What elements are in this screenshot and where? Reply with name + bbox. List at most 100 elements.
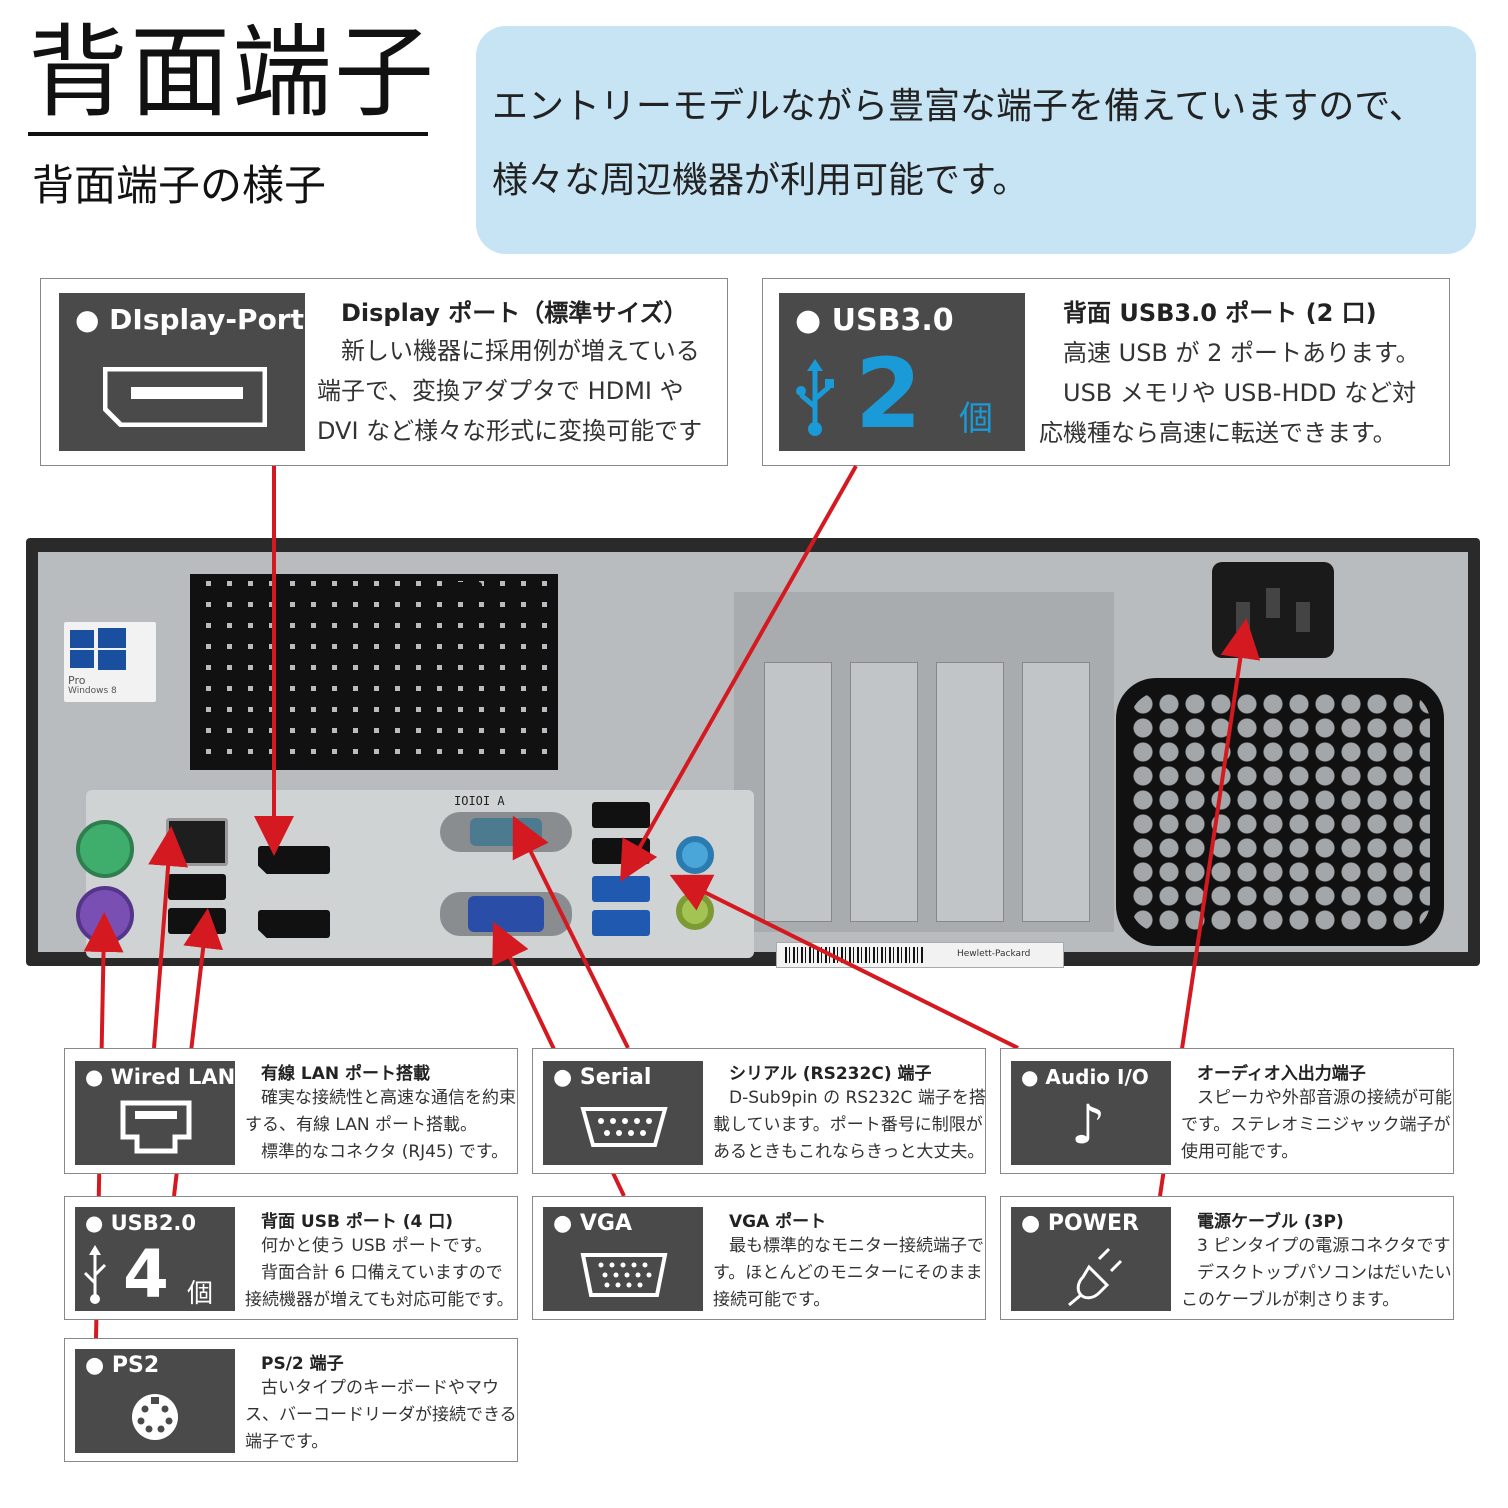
page-subtitle: 背面端子の様子 <box>32 161 327 210</box>
serial-desc-line: D-Sub9pin の RS232C 端子を搭 <box>729 1088 986 1108</box>
callout-serial: ● Serial シリアル (RS232C) 端子 D-Sub9pin の RS… <box>532 1048 986 1174</box>
displayport-heading: Display ポート（標準サイズ） <box>341 299 688 327</box>
ps2-connector-icon <box>132 1394 178 1440</box>
usb2-badge: ● USB2.0 4 個 <box>75 1207 235 1313</box>
usb2-badge-label: ● USB2.0 <box>85 1211 197 1235</box>
displayport-badge: ● DIsplay-Port <box>59 293 305 451</box>
usb2-port <box>168 874 226 900</box>
barcode <box>785 947 925 963</box>
intro-line-2: 様々な周辺機器が利用可能です。 <box>492 160 1029 201</box>
audio-desc-line: です。ステレオミニジャック端子が <box>1181 1115 1451 1135</box>
lan-desc-line: 標準的なコネクタ (RJ45) です。 <box>261 1142 509 1162</box>
displayport-badge-label: ● DIsplay-Port <box>75 303 305 336</box>
callout-lan: ● Wired LAN 有線 LAN ポート搭載 確実な接続性と高速な通信を約束… <box>64 1048 518 1174</box>
power-badge-label: ● POWER <box>1021 1211 1139 1236</box>
displayport-desc: 新しい機器に採用例が増えている 端子で、変換アダプタで HDMI や DVI な… <box>317 331 702 451</box>
usb3-count: 2 <box>855 338 922 450</box>
audio-in-jack <box>676 892 714 930</box>
page-title: 背面端子 <box>28 14 436 131</box>
audio-desc-line: 使用可能です。 <box>1181 1142 1299 1162</box>
power-desc: 3 ピンタイプの電源コネクタです デスクトップパソコンはだいたい このケーブルが… <box>1181 1233 1452 1314</box>
title-divider <box>28 132 428 136</box>
ps2-badge: ● PS2 <box>75 1349 235 1453</box>
usb3-desc-line: 応機種なら高速に転送できます。 <box>1039 419 1397 447</box>
ps2-desc-line: 端子です。 <box>245 1432 329 1452</box>
power-inlet <box>1212 562 1334 658</box>
serial-heading: シリアル (RS232C) 端子 <box>729 1064 932 1084</box>
brand-label: Hewlett-Packard <box>957 949 1031 959</box>
usb2-desc: 何かと使う USB ポートです。 背面合計 6 口備えていますので 接続機器が増… <box>245 1233 514 1314</box>
usb3-port <box>592 910 650 936</box>
rear-panel: Pro Windows 8 <box>38 552 1468 968</box>
vga-badge-label: ● VGA <box>553 1211 632 1236</box>
serial-desc-line: 載しています。ポート番号に制限が <box>713 1115 983 1135</box>
expansion-slot <box>850 662 918 922</box>
audio-heading: オーディオ入出力端子 <box>1197 1064 1366 1084</box>
lan-port-icon <box>120 1100 192 1154</box>
vga-desc: 最も標準的なモニター接続端子で す。ほとんどのモニターにそのまま 接続可能です。 <box>713 1233 984 1314</box>
callout-displayport: ● DIsplay-Port Display ポート（標準サイズ） 新しい機器に… <box>40 278 728 466</box>
expansion-slot <box>764 662 832 922</box>
vga-heading: VGA ポート <box>729 1212 827 1232</box>
music-note-icon: ♪ <box>1071 1093 1106 1156</box>
usb3-desc-line: USB メモリや USB-HDD など対 <box>1063 379 1417 407</box>
callout-audio: ● Audio I/O ♪ オーディオ入出力端子 スピーカや外部音源の接続が可能… <box>1000 1048 1454 1174</box>
ventilation-grille <box>190 574 558 770</box>
callout-power: ● POWER 電源ケーブル (3P) 3 ピンタイプの電源コネクタです デスク… <box>1000 1196 1454 1320</box>
usb3-desc: 高速 USB が 2 ポートあります。 USB メモリや USB-HDD など対… <box>1039 333 1420 453</box>
callout-ps2: ● PS2 PS/2 端子 古いタイプのキーボードやマウ ス、バーコードリーダが… <box>64 1338 518 1462</box>
ps2-heading: PS/2 端子 <box>261 1354 344 1374</box>
usb2-port <box>168 908 226 934</box>
windows-logo-text-1: Pro <box>68 674 86 687</box>
audio-badge-label: ● Audio I/O <box>1021 1065 1149 1089</box>
power-inlet-pin <box>1266 588 1280 618</box>
lan-badge-label: ● Wired LAN <box>85 1065 236 1089</box>
usb3-badge: ● USB3.0 2 個 <box>779 293 1025 451</box>
vga-desc-line: 最も標準的なモニター接続端子で <box>729 1236 984 1256</box>
audio-out-jack <box>676 836 714 874</box>
ps2-desc-line: ス、バーコードリーダが接続できる <box>245 1405 517 1425</box>
power-heading: 電源ケーブル (3P) <box>1197 1212 1344 1232</box>
ps2-keyboard-port <box>76 886 134 944</box>
lock-slot <box>454 582 482 596</box>
lan-port <box>166 818 228 866</box>
usb2-unit: 個 <box>187 1279 214 1309</box>
usb-icon <box>83 1245 107 1304</box>
vga-desc-line: 接続可能です。 <box>713 1290 831 1310</box>
vga-connector <box>468 896 544 932</box>
displayport-port <box>258 910 330 938</box>
serial-badge: ● Serial <box>543 1061 703 1165</box>
power-plug-icon <box>1068 1247 1123 1307</box>
callout-usb3: ● USB3.0 2 個 背面 USB3.0 ポート (2 口) 高速 USB … <box>762 278 1450 466</box>
serial-connector <box>470 818 542 846</box>
audio-badge: ● Audio I/O ♪ <box>1011 1061 1171 1165</box>
serial-port <box>440 812 572 852</box>
vga-desc-line: す。ほとんどのモニターにそのまま <box>713 1263 983 1283</box>
power-desc-line: 3 ピンタイプの電源コネクタです <box>1197 1236 1451 1256</box>
ps2-badge-label: ● PS2 <box>85 1353 160 1378</box>
serial-badge-label: ● Serial <box>553 1065 652 1090</box>
usb2-desc-line: 背面合計 6 口備えていますので <box>261 1263 503 1283</box>
intro-box: エントリーモデルながら豊富な端子を備えていますので、 様々な周辺機器が利用可能で… <box>476 26 1476 254</box>
usb-icon <box>796 359 834 436</box>
pc-rear-chassis: Pro Windows 8 <box>26 538 1480 968</box>
lan-desc-line: する、有線 LAN ポート搭載。 <box>245 1115 478 1135</box>
expansion-slot-area <box>734 592 1114 932</box>
lan-desc-line: 確実な接続性と高速な通信を約束 <box>261 1088 516 1108</box>
lan-heading: 有線 LAN ポート搭載 <box>261 1064 431 1084</box>
usb2-port <box>592 802 650 828</box>
expansion-slot <box>1022 662 1090 922</box>
serial-label: IOIOI A <box>454 794 505 808</box>
audio-desc-line: スピーカや外部音源の接続が可能 <box>1197 1088 1452 1108</box>
vga-badge: ● VGA <box>543 1207 703 1311</box>
callout-usb2: ● USB2.0 4 個 背面 USB ポート (4 口) 何かと使う USB … <box>64 1196 518 1320</box>
power-inlet-pin <box>1236 602 1250 632</box>
usb2-count: 4 <box>123 1236 169 1313</box>
displayport-icon <box>103 367 267 427</box>
usb2-desc-line: 何かと使う USB ポートです。 <box>261 1236 493 1256</box>
expansion-slot <box>936 662 1004 922</box>
windows-logo: Pro Windows 8 <box>64 622 156 702</box>
displayport-desc-line: 端子で、変換アダプタで HDMI や <box>317 377 684 405</box>
ps2-desc-line: 古いタイプのキーボードやマウ <box>261 1378 499 1398</box>
serial-desc: D-Sub9pin の RS232C 端子を搭 載しています。ポート番号に制限が… <box>713 1085 986 1166</box>
